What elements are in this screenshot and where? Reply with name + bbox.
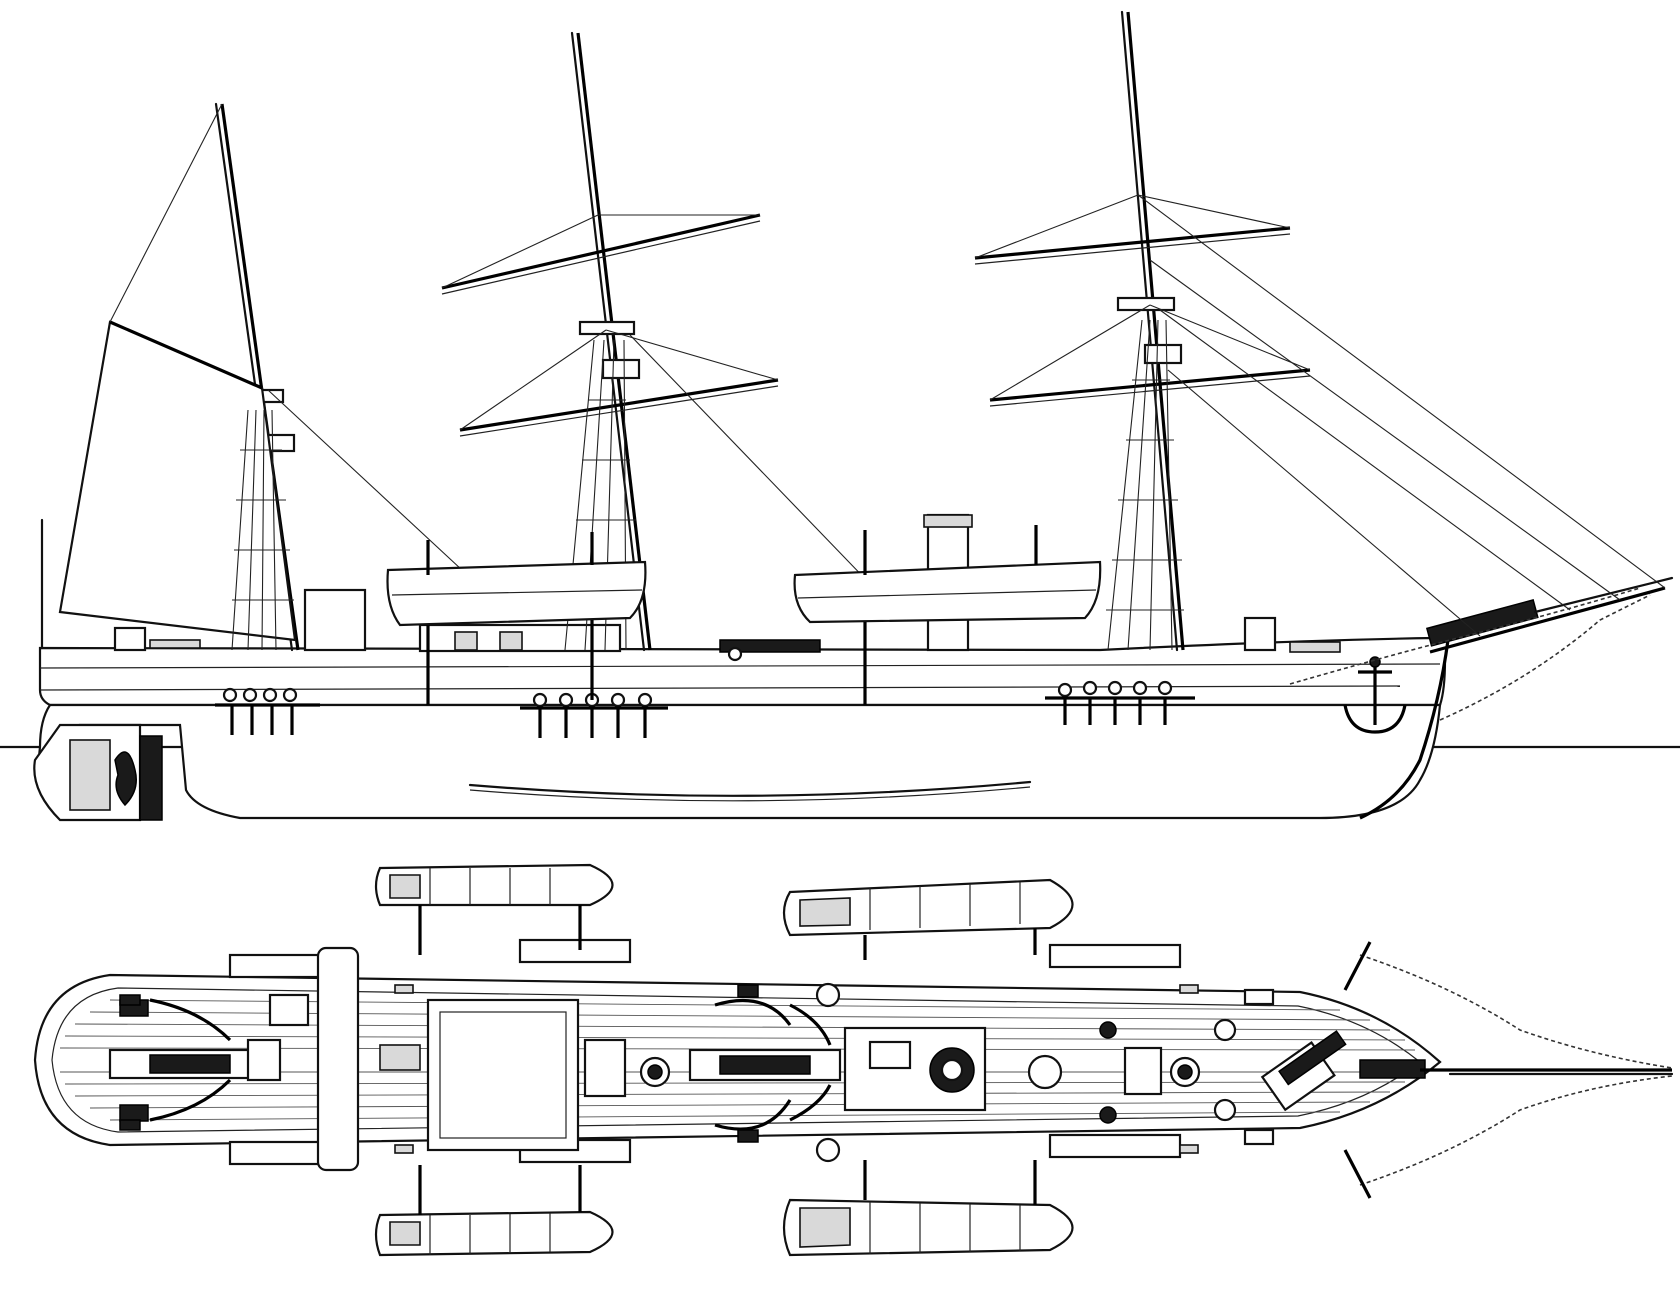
funnel-plan-inner xyxy=(940,1058,964,1082)
main-topgallant-yard xyxy=(441,213,761,290)
channel-fore-stbd xyxy=(1048,1133,1182,1159)
cathead-stbd xyxy=(1343,1149,1372,1199)
fore-topsail-yard xyxy=(989,368,1311,402)
plan-boat-1 xyxy=(374,863,614,955)
main-hatch xyxy=(426,998,580,1152)
capstan-plan-2 xyxy=(1213,1098,1237,1122)
capstan xyxy=(1289,641,1341,653)
profile-view xyxy=(0,10,1680,822)
stem xyxy=(1359,639,1450,820)
aft-bench xyxy=(149,639,201,649)
vent-3 xyxy=(1027,1054,1063,1090)
aft-skylight xyxy=(246,1038,282,1082)
engine-hatch xyxy=(868,1040,912,1070)
fore-hatch xyxy=(1123,1046,1163,1096)
forward-house xyxy=(1243,616,1277,652)
rudder xyxy=(69,739,111,811)
vent-2 xyxy=(815,1137,841,1163)
midship-gun xyxy=(719,639,821,653)
gun-carriage-wheel xyxy=(727,646,743,662)
vent-1 xyxy=(815,982,841,1008)
fore-mast xyxy=(974,10,1666,652)
vent-5 xyxy=(1099,1106,1117,1124)
bow-gun xyxy=(1260,1030,1347,1112)
bilge-keel-inner xyxy=(469,786,1031,802)
midship-gun-plan xyxy=(688,984,842,1143)
deckhouse-door-2 xyxy=(499,631,523,651)
jib-boom xyxy=(1533,576,1674,614)
fore-mast-step xyxy=(1177,1064,1193,1080)
anchor-chain xyxy=(1289,587,1641,685)
fore-topgallant-yard xyxy=(974,226,1291,260)
anchor-icon xyxy=(1343,656,1407,734)
vent-4 xyxy=(1099,1021,1117,1039)
deckhouse-door-1 xyxy=(454,631,478,651)
profile-boat-fore xyxy=(793,525,1102,705)
channel-fore-port xyxy=(1048,943,1182,969)
companionway xyxy=(268,993,310,1027)
bowsprit-bitts xyxy=(1425,599,1539,647)
anchor-chain-2 xyxy=(1439,594,1651,721)
channel-aft-stbd xyxy=(228,1140,322,1166)
plan-boat-3 xyxy=(374,1165,614,1257)
main-deadeyes xyxy=(520,692,668,738)
bowsprit xyxy=(1429,586,1666,654)
main-mast-step xyxy=(647,1064,663,1080)
windlass xyxy=(1359,1059,1426,1079)
capstan-plan xyxy=(1213,1018,1237,1042)
wheel-house xyxy=(303,588,367,652)
channel-main-port xyxy=(518,938,632,964)
main-hatch-inner xyxy=(439,1011,567,1139)
sheer-strake xyxy=(39,663,1441,669)
deck-plan-view xyxy=(33,863,1674,1257)
pump xyxy=(379,1044,421,1071)
plan-boat-4 xyxy=(782,1160,1074,1257)
plan-boat-2 xyxy=(782,878,1074,960)
propeller-icon xyxy=(114,751,137,807)
rail-fittings xyxy=(119,984,1275,1154)
bilge-keel xyxy=(468,780,1032,797)
main-topsail-yard xyxy=(459,378,779,432)
mizzen-deadeyes xyxy=(215,687,320,735)
mizzen-mast xyxy=(58,102,463,652)
deck-plan-bulwark xyxy=(51,987,1421,1133)
profile-boat-aft xyxy=(386,532,647,705)
bow-chain-port xyxy=(1359,954,1673,1069)
cathead-port xyxy=(1343,941,1372,991)
channel-aft-port xyxy=(228,953,322,979)
bow-chain-stbd xyxy=(1359,1075,1673,1186)
fore-skylight xyxy=(583,1038,627,1098)
bridge xyxy=(316,946,360,1172)
funnel-cap xyxy=(923,514,973,528)
aft-deckhouse xyxy=(113,626,147,652)
rudder-post xyxy=(139,735,163,821)
main-mast xyxy=(441,31,901,652)
fore-deadeyes xyxy=(1045,680,1195,725)
